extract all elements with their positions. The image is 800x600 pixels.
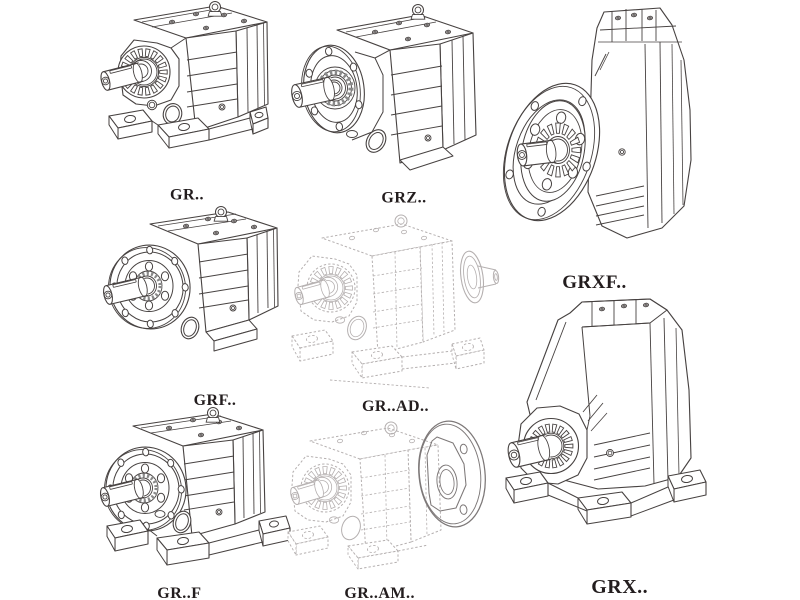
svg-text:GRX..: GRX.. xyxy=(591,576,648,598)
svg-text:GRXF..: GRXF.. xyxy=(562,272,627,293)
svg-text:GR..AD..: GR..AD.. xyxy=(362,398,429,415)
svg-text:GR..: GR.. xyxy=(170,187,204,204)
svg-text:GR..F: GR..F xyxy=(157,585,201,600)
svg-text:GR..AM..: GR..AM.. xyxy=(344,585,415,600)
svg-text:GRZ..: GRZ.. xyxy=(381,190,426,207)
svg-text:GRF..: GRF.. xyxy=(194,392,237,409)
